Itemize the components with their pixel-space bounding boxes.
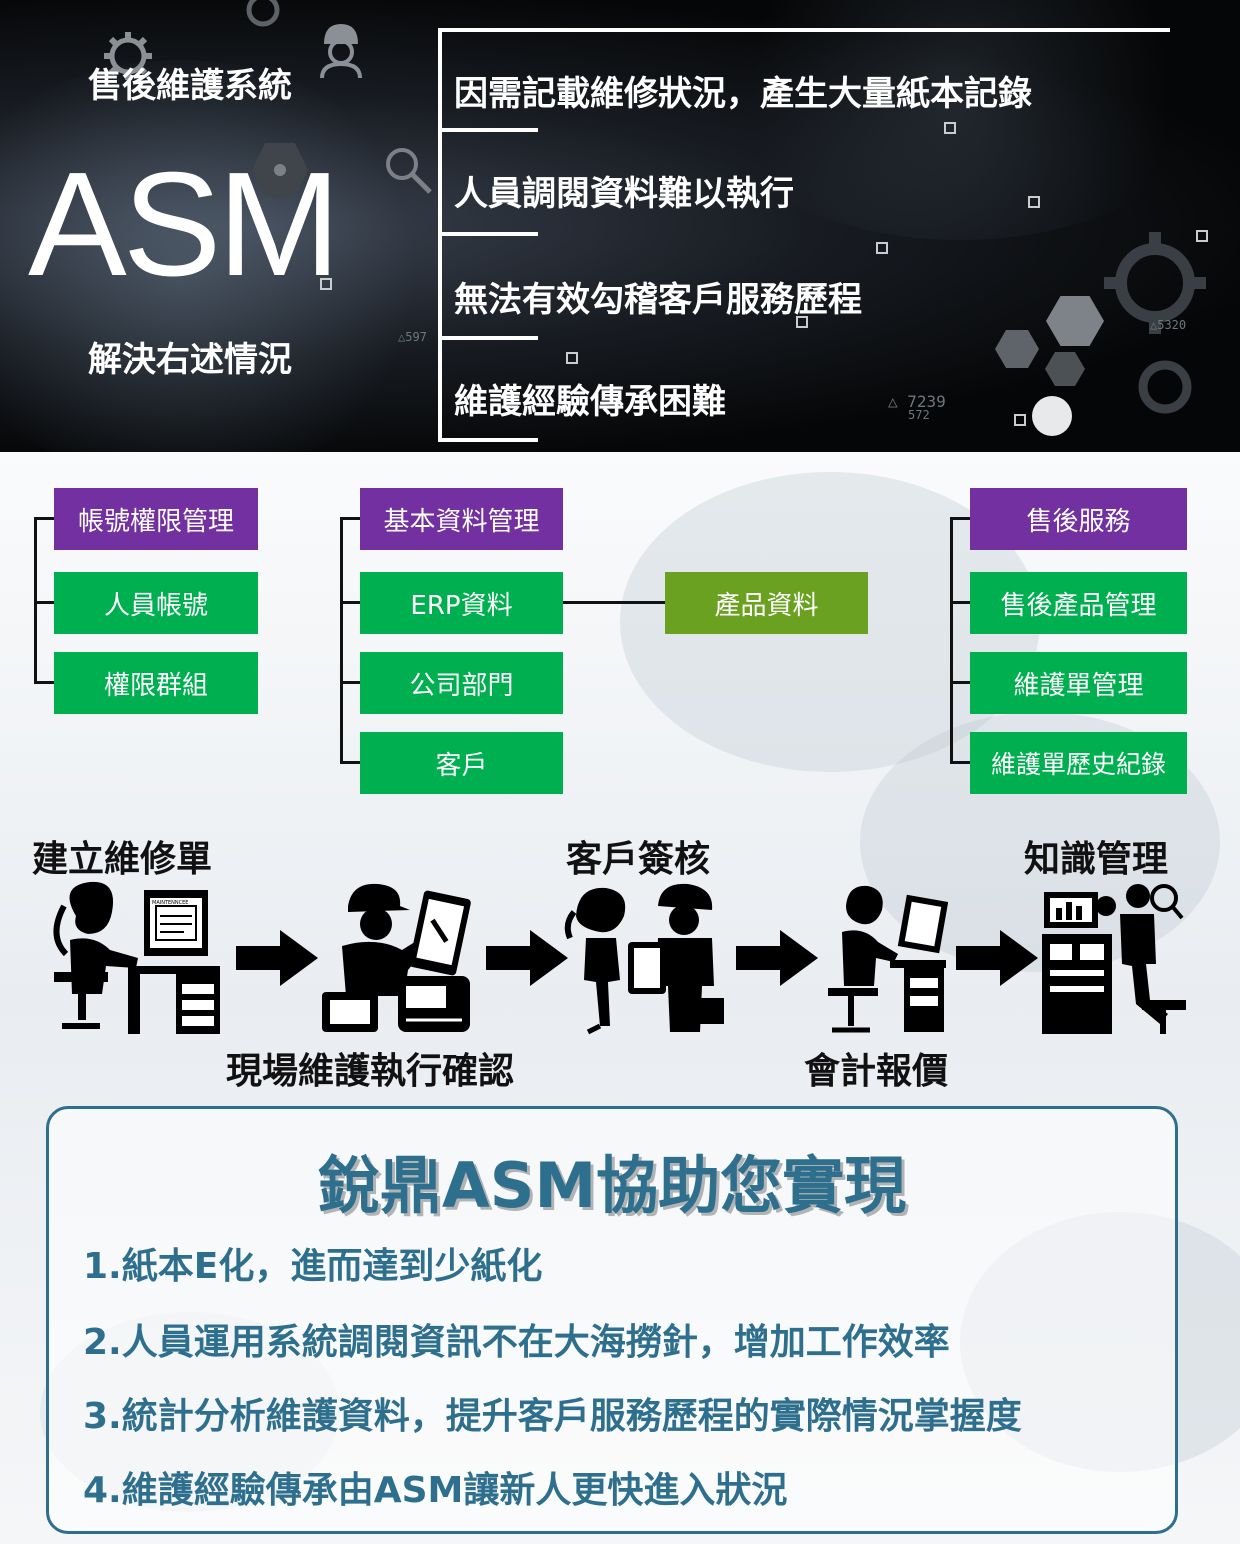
gear-icon: [1138, 360, 1192, 414]
tree-connector: [563, 601, 665, 604]
header-banner: △5320 △ 7239 572 △597 售後維護系統 ASM 解決右述情況 …: [0, 0, 1240, 452]
module-maintenance-order: 維護單管理: [970, 652, 1187, 714]
module-after-sales-product: 售後產品管理: [970, 572, 1187, 634]
square-decor: [320, 278, 332, 290]
magnifier-icon: [386, 148, 432, 194]
benefit-item: 1.紙本E化，進而達到少紙化: [83, 1246, 543, 1287]
decor-number: △5320: [1150, 318, 1187, 332]
office-worker-icon: MAINTENNCEE: [53, 881, 220, 1034]
square-decor: [1028, 196, 1040, 208]
square-decor: [876, 242, 888, 254]
tree-connector: [340, 681, 360, 684]
worker-helmet-icon: [320, 24, 362, 78]
arrow-right-icon: [736, 930, 818, 986]
tree-connector: [950, 681, 970, 684]
tree-connector: [34, 517, 37, 683]
square-decor: [1196, 230, 1208, 242]
knowledge-manager-icon: [1042, 884, 1186, 1034]
problem-item: 維護經驗傳承困難: [454, 382, 726, 422]
background-glow: [700, 0, 1220, 240]
arrow-right-icon: [486, 930, 568, 986]
module-product-data: 產品資料: [665, 572, 868, 634]
flow-arrow: [956, 930, 1038, 986]
module-customer: 客戶: [360, 732, 563, 794]
accountant-icon: [828, 885, 948, 1033]
benefits-title: 銳鼎ASM協助您實現: [317, 1149, 907, 1222]
tree-connector: [950, 761, 970, 764]
gear-icon: [1104, 232, 1206, 334]
tree-connector: [340, 517, 360, 520]
technician-icon: [322, 883, 471, 1032]
hexagon-decor: [1045, 352, 1085, 386]
module-maintenance-history: 維護單歷史紀錄: [970, 732, 1187, 794]
square-decor: [1014, 414, 1026, 426]
square-decor: [566, 352, 578, 364]
problem-item: 無法有效勾稽客戶服務歷程: [454, 280, 862, 320]
background-glow: [0, 60, 440, 452]
tree-connector: [950, 517, 953, 763]
bracket-tick: [438, 336, 538, 340]
flow-arrow: [736, 930, 818, 986]
module-permission-group: 權限群組: [54, 652, 258, 714]
benefit-item: 3.統計分析維護資料，提升客戶服務歷程的實際情況掌握度: [83, 1396, 1022, 1437]
arrow-right-icon: [956, 930, 1038, 986]
tree-connector: [340, 761, 360, 764]
benefit-item: 2.人員運用系統調閱資訊不在大海撈針，增加工作效率: [83, 1322, 950, 1363]
flow-step-create-order: 建立維修單: [32, 839, 213, 880]
benefits-panel: 銳鼎ASM協助您實現 1.紙本E化，進而達到少紙化 2.人員運用系統調閱資訊不在…: [46, 1106, 1178, 1534]
product-title: ASM: [28, 142, 341, 307]
tree-connector: [34, 517, 54, 520]
solve-caption: 解決右述情況: [88, 340, 292, 380]
gear-icon: [104, 32, 152, 80]
monitor-label: MAINTENNCEE: [152, 900, 188, 906]
flow-arrow: [236, 930, 318, 986]
problem-item: 人員調閱資料難以執行: [454, 174, 794, 214]
tree-connector: [340, 517, 343, 763]
decor-number: 572: [908, 408, 930, 422]
module-basic-data: 基本資料管理: [360, 488, 563, 550]
benefit-item: 4.維護經驗傳承由ASM讓新人更快進入狀況: [83, 1470, 788, 1511]
bracket-tick: [438, 232, 538, 236]
tree-connector: [34, 601, 54, 604]
decor-number: △ 7239: [888, 392, 946, 411]
bracket-tick: [438, 438, 538, 442]
hexagon-decor: [995, 330, 1039, 368]
flow-step-accounting: 會計報價: [804, 1051, 949, 1092]
flow-step-customer-signoff: 客戶簽核: [566, 839, 711, 880]
square-decor: [796, 316, 808, 328]
tree-connector: [950, 517, 970, 520]
module-company-department: 公司部門: [360, 652, 563, 714]
tree-connector: [950, 601, 970, 604]
arrow-right-icon: [236, 930, 318, 986]
square-decor: [944, 122, 956, 134]
flow-arrow: [486, 930, 568, 986]
tree-connector: [340, 601, 360, 604]
module-erp-data: ERP資料: [360, 572, 563, 634]
tree-connector: [34, 681, 54, 684]
radiation-icon: [252, 143, 308, 197]
flow-step-onsite: 現場維護執行確認: [226, 1051, 515, 1092]
bracket-line: [438, 28, 1170, 32]
hexagon-decor: [1046, 296, 1104, 346]
gear-icon: [246, 0, 280, 27]
customer-signoff-icon: [564, 883, 724, 1035]
module-after-sales: 售後服務: [970, 488, 1187, 550]
decor-number: △597: [398, 330, 427, 344]
system-name: 售後維護系統: [88, 66, 292, 106]
module-user-account: 人員帳號: [54, 572, 258, 634]
flow-step-knowledge: 知識管理: [1024, 839, 1169, 880]
circle-decor: [1032, 396, 1072, 436]
bracket-tick: [438, 128, 538, 132]
problem-item: 因需記載維修狀況，產生大量紙本記錄: [454, 74, 1032, 114]
module-account-permission: 帳號權限管理: [54, 488, 258, 550]
